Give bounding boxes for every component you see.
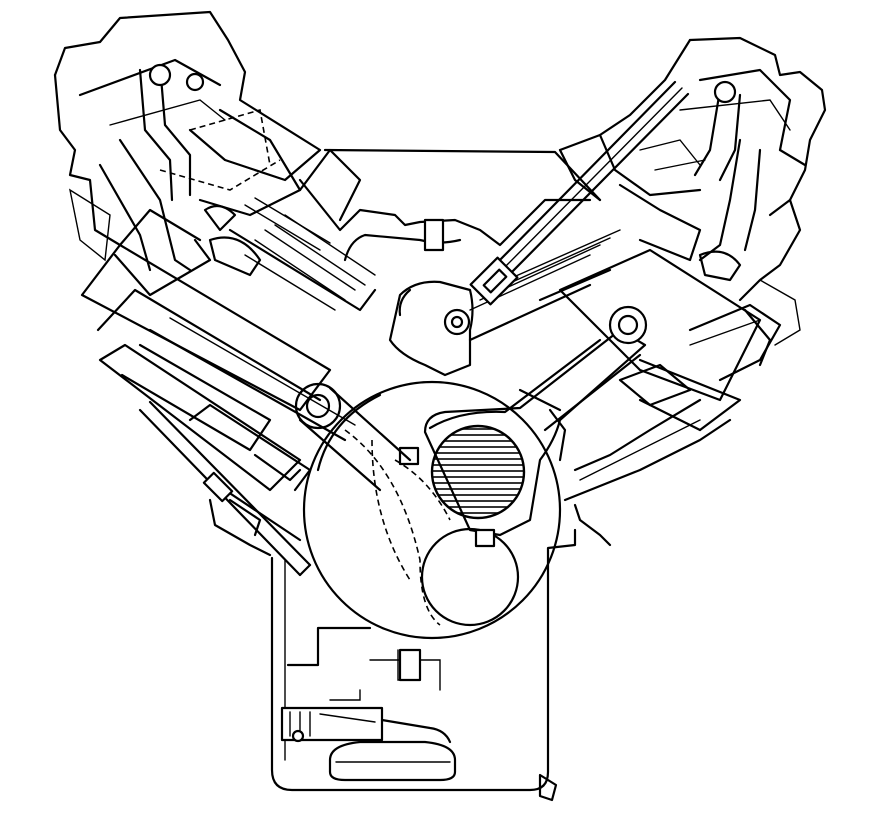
dipstick-tube-left xyxy=(138,400,312,577)
main-bearing-bolt xyxy=(398,648,422,682)
cylinder-head-left xyxy=(53,10,362,297)
crankcase-outline-right xyxy=(518,388,567,462)
oil-pickup-screen xyxy=(328,740,457,782)
cylinder-bank-right xyxy=(468,229,782,547)
drain-plug xyxy=(538,773,558,802)
connecting-rod-right xyxy=(398,305,648,548)
oil-pan xyxy=(270,528,577,802)
intake-manifold xyxy=(298,148,602,377)
manifold-bolt xyxy=(423,218,445,252)
block-flange-left xyxy=(208,453,302,557)
cylinder-head-right xyxy=(558,36,827,346)
pushrod-right xyxy=(469,80,690,306)
oil-pump xyxy=(280,706,452,744)
connecting-rod-left xyxy=(294,382,412,492)
